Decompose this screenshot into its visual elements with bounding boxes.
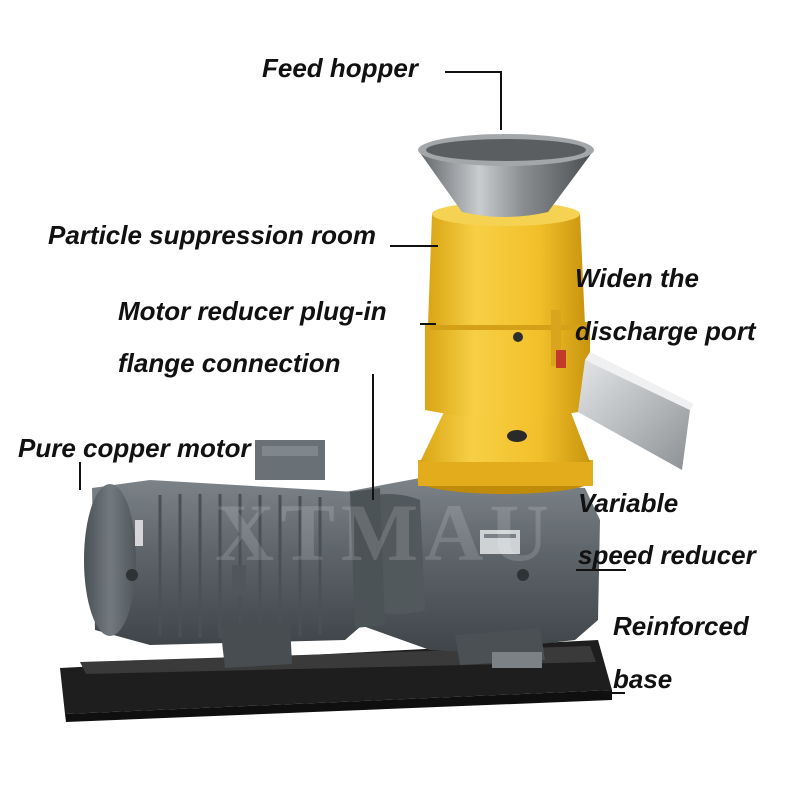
flange-connection <box>350 488 385 628</box>
label-copper-motor: Pure copper motor <box>18 433 251 463</box>
label-motor-reducer-1: Motor reducer plug-in <box>118 296 387 326</box>
label-motor-reducer-2: flange connection <box>118 348 341 378</box>
discharge-port <box>578 352 694 470</box>
label-base-1: Reinforced <box>613 611 749 641</box>
particle-suppression-room <box>417 202 593 494</box>
leader-lines <box>79 71 626 694</box>
pure-copper-motor <box>84 440 370 668</box>
label-discharge-1: Widen the <box>575 263 699 293</box>
feed-hopper <box>418 134 594 217</box>
leader-feed-hopper <box>445 71 502 130</box>
label-base-2: base <box>613 664 673 694</box>
label-discharge-2: discharge port <box>575 316 756 346</box>
watermark-text: XTMAU <box>215 487 555 578</box>
label-variable-speed-1: Variable <box>578 488 679 518</box>
label-particle-room: Particle suppression room <box>48 220 376 250</box>
label-feed-hopper: Feed hopper <box>262 53 419 83</box>
label-variable-speed-2: speed reducer <box>578 540 756 570</box>
